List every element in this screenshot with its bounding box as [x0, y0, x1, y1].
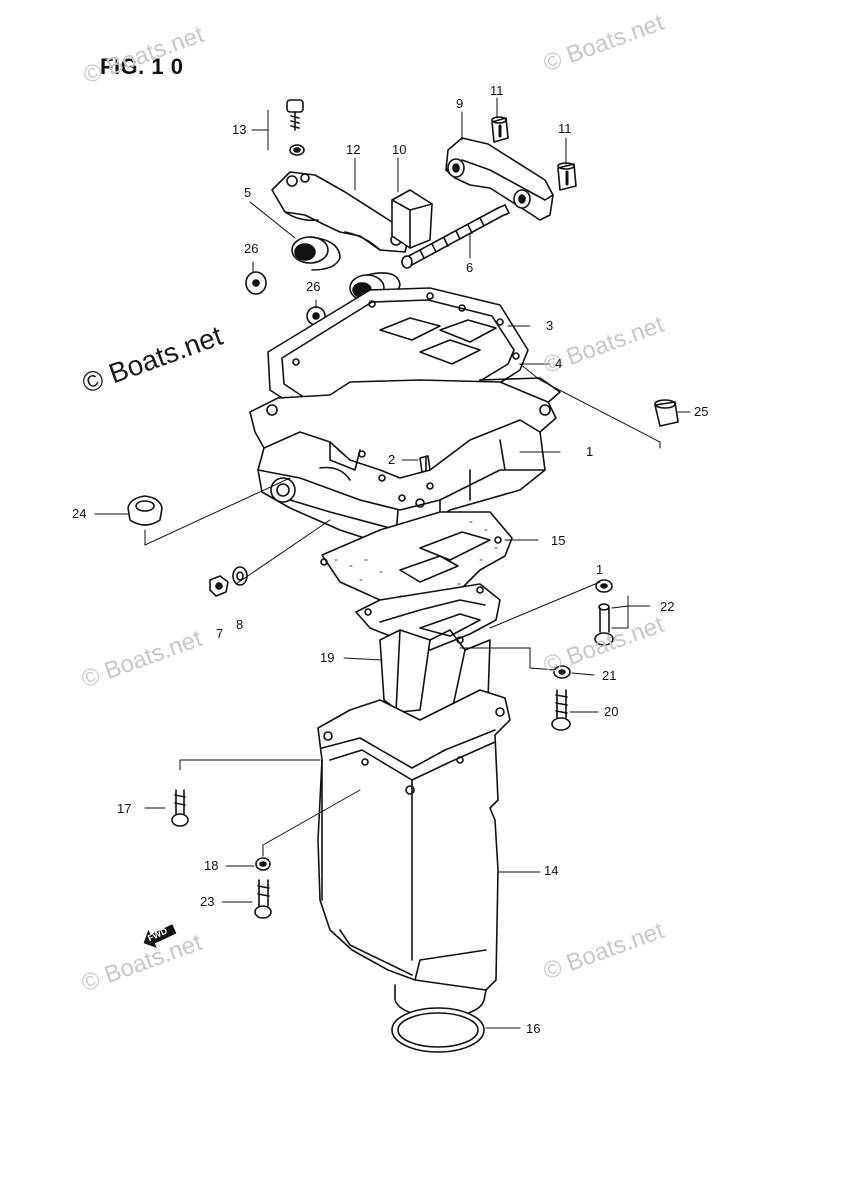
callout-17: 17 [117, 801, 132, 816]
figure-title: FIG. 1 0 [100, 54, 184, 79]
callout-11b: 11 [558, 121, 572, 136]
callout-23: 23 [200, 894, 215, 909]
bushing-11b [557, 162, 577, 191]
callout-22: 22 [660, 599, 675, 614]
bolt-17 [171, 789, 189, 827]
callout-13: 13 [232, 122, 247, 137]
bolt-20 [551, 689, 571, 731]
callout-2: 2 [388, 452, 396, 467]
block-10 [391, 189, 433, 249]
callout-7: 7 [216, 626, 224, 641]
bushing-11a [491, 116, 509, 143]
callout-4: 4 [555, 356, 563, 371]
callout-3: 3 [546, 318, 554, 333]
callout-9: 9 [456, 96, 464, 111]
bolt-13 [286, 99, 305, 156]
exhaust-tube-19 [379, 629, 491, 725]
washer-26a [245, 271, 267, 295]
washer-8 [232, 566, 248, 586]
washer-22 [595, 579, 613, 593]
callout-11a: 11 [490, 83, 504, 98]
callout-10: 10 [392, 142, 407, 157]
callout-26b: 26 [306, 279, 321, 294]
forward-arrow-icon: FWD [139, 920, 178, 952]
callout-12: 12 [346, 142, 361, 157]
callout-26a: 26 [244, 241, 259, 256]
seal-ring-16 [391, 1007, 485, 1053]
callout-16: 16 [526, 1021, 541, 1036]
callout-6: 6 [466, 260, 474, 275]
callout-24: 24 [72, 506, 87, 521]
stopper-bracket-9 [445, 137, 554, 221]
callout-14: 14 [544, 863, 559, 878]
engine-holder-1 [249, 379, 557, 549]
nut-7 [209, 575, 229, 597]
callout-15: 15 [551, 533, 566, 548]
callout-18: 18 [204, 858, 219, 873]
callout-25: 25 [694, 404, 709, 419]
callout-1a: 1 [586, 444, 594, 459]
bolt-23 [254, 879, 272, 919]
callout-19: 19 [320, 650, 335, 665]
callout-21: 21 [602, 668, 617, 683]
mount-rubber-5 [291, 236, 341, 271]
callout-5: 5 [244, 185, 252, 200]
mount-bracket-12 [271, 171, 411, 253]
nut-18 [255, 857, 271, 871]
bolt-22 [594, 603, 614, 646]
nut-21 [553, 665, 571, 679]
long-bolt-6 [401, 204, 510, 269]
drive-shaft-housing-14 [317, 689, 511, 1019]
callout-1b: 1 [596, 562, 604, 577]
callout-8: 8 [236, 617, 244, 632]
collar-25 [654, 399, 679, 427]
grommet-24 [127, 495, 163, 526]
callout-20: 20 [604, 704, 619, 719]
